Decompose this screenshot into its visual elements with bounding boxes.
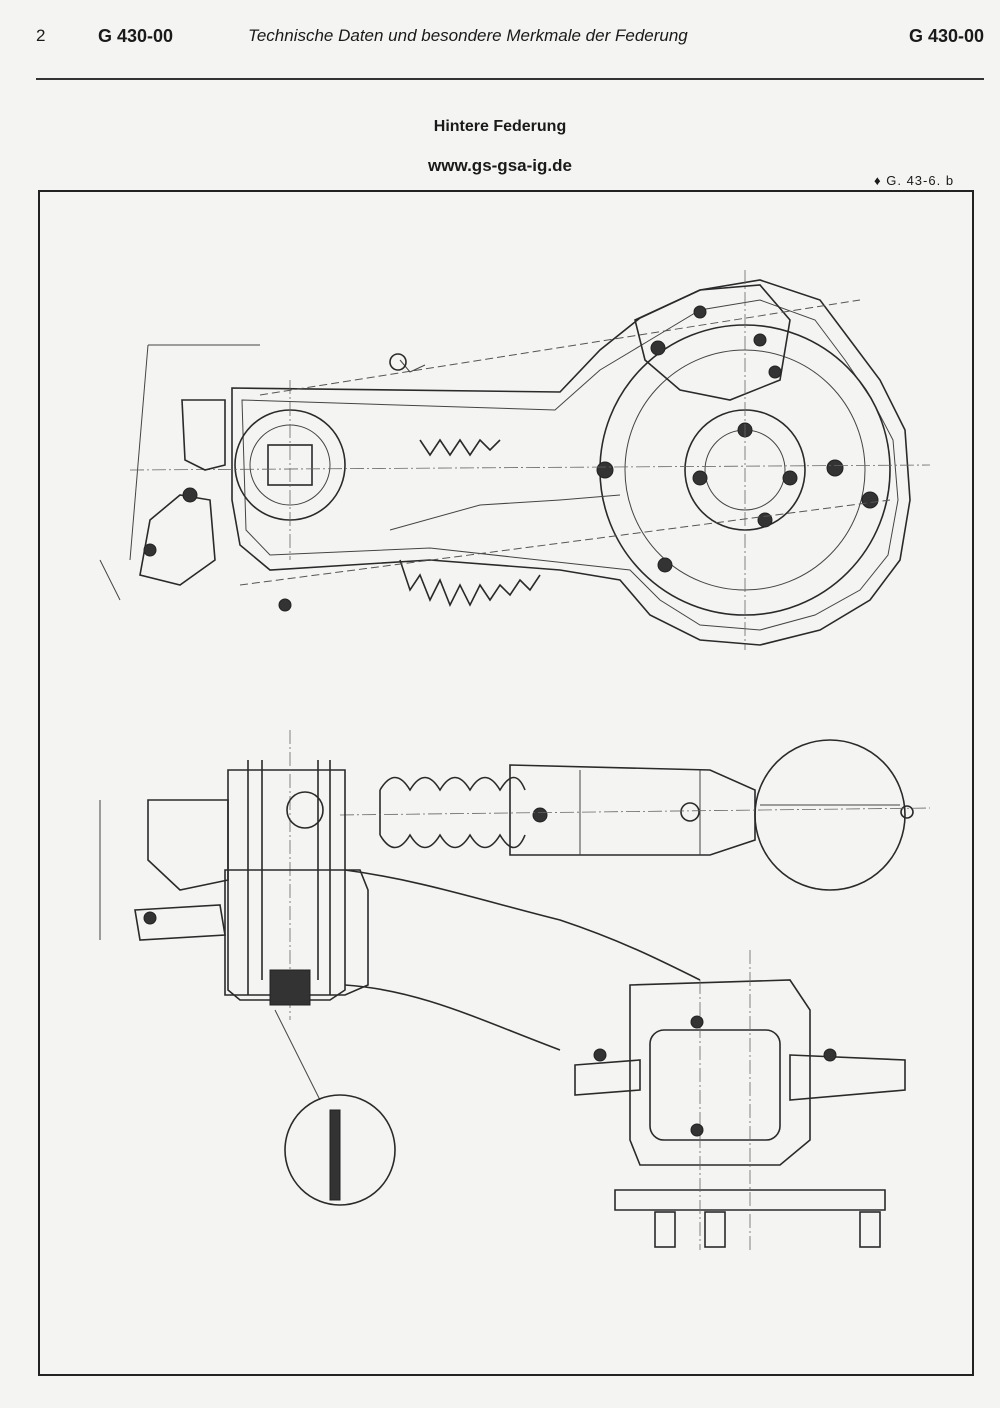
suspension-arm-drawing [99, 270, 931, 650]
website-link[interactable]: www.gs-gsa-ig.de [428, 156, 572, 175]
document-code-right: G 430-00 [908, 26, 984, 46]
header-rule [36, 78, 984, 80]
page-title: Technische Daten und besondere Merkmale … [248, 26, 688, 45]
page-number: 2 [36, 26, 46, 45]
figure-reference: ♦ G. 43-6. b [874, 173, 955, 188]
document-code-left: G 430-00 [98, 26, 174, 46]
section-title: Hintere Federung [433, 118, 567, 135]
suspension-cylinder-drawing [99, 730, 931, 1250]
figure-frame [38, 190, 974, 1376]
